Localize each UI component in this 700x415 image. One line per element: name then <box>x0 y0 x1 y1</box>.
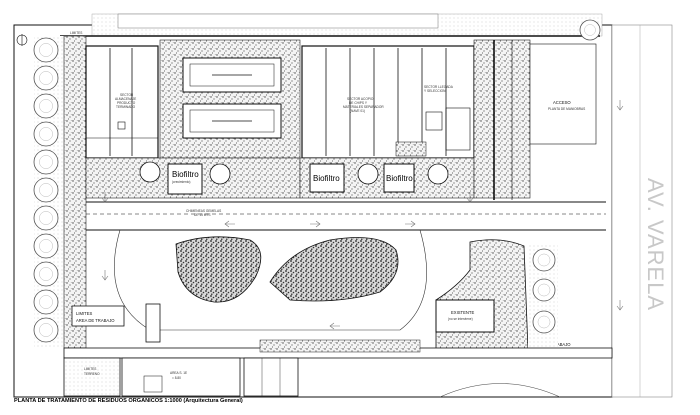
bottom-block-mid <box>121 357 241 397</box>
biofilter-2: Biofiltro <box>309 163 345 193</box>
svg-text:SECTOR ACOPIO: SECTOR ACOPIO <box>347 97 374 101</box>
tree <box>33 149 59 175</box>
biofilter-3-label: Biofiltro <box>386 174 413 183</box>
sector-mid-label: SECTOR ACOPIO DE CHIPS Y MATERIALES SEPA… <box>343 97 384 113</box>
tree-row-left <box>33 36 64 348</box>
tree-row-right <box>528 19 601 348</box>
tank-1 <box>139 161 161 183</box>
top-building <box>117 13 439 29</box>
tree-canopy <box>39 295 53 309</box>
svg-text:SECTOR LLEGADA: SECTOR LLEGADA <box>424 85 454 89</box>
svg-text:Y SELECCION: Y SELECCION <box>424 89 446 93</box>
work-limit-left: LIMITES AREA DE TRABAJO <box>71 305 125 327</box>
existing-sublabel: (no se interviene) <box>448 317 473 321</box>
tree-canopy <box>39 99 53 113</box>
tree <box>33 261 59 287</box>
tree <box>33 65 59 91</box>
tree-canopy <box>39 323 53 337</box>
island-left <box>175 236 262 303</box>
svg-text:TERMINADO: TERMINADO <box>116 105 136 109</box>
bottom-hatch <box>259 339 421 353</box>
tree-canopy <box>39 127 53 141</box>
tree <box>532 310 556 334</box>
tree-canopy <box>39 183 53 197</box>
work-limit-left-l2: AREA DE TRABAJO <box>76 318 115 323</box>
tree-canopy <box>39 155 53 169</box>
tank-2 <box>209 163 231 185</box>
tree <box>33 93 59 119</box>
maneuver-area <box>529 43 597 145</box>
tree-canopy <box>537 283 551 297</box>
access-sublabel: PLANTA DE MANIOBRAS <box>548 107 585 111</box>
tree <box>33 317 59 343</box>
tank-4 <box>427 163 449 185</box>
tree <box>33 205 59 231</box>
bottom-curve <box>439 383 561 398</box>
biofilter-1-sublabel: (crecimiento) <box>172 180 190 184</box>
tree <box>33 177 59 203</box>
tree <box>532 278 556 302</box>
svg-text:ALMACENAJE: ALMACENAJE <box>115 97 136 101</box>
access-label: ACCESO <box>553 100 571 105</box>
existing-label: EXISTENTE <box>451 310 474 315</box>
tree-canopy <box>39 239 53 253</box>
tank-3 <box>357 163 379 185</box>
avenue-strip <box>611 24 673 398</box>
svg-text:MATERIALES SEPARADOR: MATERIALES SEPARADOR <box>343 105 384 109</box>
bottom-left-l1: LIMITES <box>84 367 96 371</box>
work-limit-left-l1: LIMITES <box>76 311 92 316</box>
tree-canopy <box>39 267 53 281</box>
bottom-block-left <box>63 357 121 397</box>
tree <box>33 233 59 259</box>
tree <box>579 19 601 41</box>
direction-arrows <box>101 100 624 330</box>
svg-text:DE CHIPS Y: DE CHIPS Y <box>349 101 368 105</box>
bottom-left-l2: TERRENO <box>84 372 100 376</box>
biofilter-1: Biofiltro (crecimiento) <box>167 163 203 195</box>
building-reception <box>301 45 475 159</box>
small-building <box>145 303 161 343</box>
svg-text:PRODUCTO: PRODUCTO <box>117 101 136 105</box>
biofilter-2-label: Biofiltro <box>313 174 340 183</box>
existing-building: EXISTENTE (no se interviene) <box>435 239 529 351</box>
tree <box>33 289 59 315</box>
windrow-bay-2 <box>182 103 282 139</box>
tree-canopy <box>39 71 53 85</box>
svg-text:(NAVE 01): (NAVE 01) <box>350 109 365 113</box>
tree-canopy <box>584 24 596 36</box>
tree <box>33 121 59 147</box>
svg-text:SECTOR: SECTOR <box>120 93 134 97</box>
tree-canopy <box>537 315 551 329</box>
building-storage <box>85 45 159 159</box>
island-right <box>269 237 399 302</box>
bottom-mid-l2: = 8.80 <box>172 376 181 380</box>
bottom-mid-l1: AREA S. 1E <box>170 371 187 375</box>
biofilter-3: Biofiltro <box>383 163 415 193</box>
tree-canopy <box>39 43 53 57</box>
biofilter-1-label: Biofiltro <box>172 170 199 179</box>
access-lane <box>473 39 531 199</box>
sector-right-label: SECTOR LLEGADA Y SELECCION <box>424 85 454 93</box>
chimneys-sublabel: DE 15 MTS <box>194 213 210 217</box>
chimneys-label: CHIMENEAS GEMELAS <box>186 209 221 213</box>
tree <box>33 37 59 63</box>
left-road <box>63 35 87 349</box>
avenue-label: AV. VARELA <box>643 178 668 311</box>
limits-top-label: LIMITES <box>70 31 82 35</box>
north-marker <box>16 34 28 46</box>
tree-canopy <box>537 253 551 267</box>
tree-canopy <box>39 211 53 225</box>
tree <box>532 248 556 272</box>
sector-left-label: SECTOR ALMACENAJE PRODUCTO TERMINADO <box>115 93 136 109</box>
bottom-block-right <box>243 357 299 397</box>
plan-caption: PLANTA DE TRATAMIENTO DE RESIDUOS ORGANI… <box>14 398 243 404</box>
